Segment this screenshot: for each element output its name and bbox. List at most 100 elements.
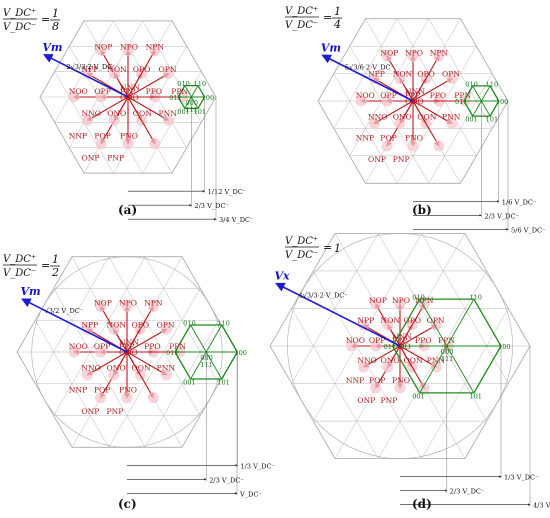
green-label-011: 011 (169, 94, 182, 102)
node-label-ppo: PPO (144, 342, 160, 351)
vector-node-marker (109, 68, 120, 80)
vector-node-marker (382, 361, 394, 373)
vector-node-marker (108, 369, 120, 381)
vector-node-marker (121, 392, 133, 404)
ratio-value-den: 4 (333, 18, 341, 31)
ratio-numerator: V_DC⁺ (3, 254, 36, 265)
panel-caption: (c) (118, 497, 137, 511)
vm-label: Vm (321, 41, 341, 54)
grid-line (145, 256, 219, 384)
node-label-pno: PNO (392, 376, 410, 385)
dimension-label: V_DC⁻ (239, 490, 262, 498)
voltage-vector-arrow (86, 96, 129, 121)
node-label-oon: OON (404, 356, 423, 365)
vector-node-marker (381, 95, 393, 107)
vector-node-marker (370, 382, 382, 394)
node-label-npp: NPP (82, 65, 99, 74)
node-label-ppn: PPN (438, 336, 455, 345)
vector-node-marker (446, 118, 458, 129)
node-label-opp: OPP (94, 87, 110, 96)
vector-node-marker (161, 323, 173, 335)
green-label-110: 110 (217, 319, 230, 327)
node-label-npp: NPP (357, 316, 374, 325)
voltage-vector-arrow (399, 345, 425, 389)
dimension-label: 2/3 V_DC⁻ (450, 488, 485, 496)
node-label-nno: NNO (368, 112, 388, 121)
ratio-value-num: 1 (334, 242, 341, 255)
ratio-numerator: V_DC⁺ (285, 236, 318, 247)
green-label-101: 101 (486, 116, 499, 124)
node-label-ppp: PPP (405, 91, 420, 100)
node-label-ppo: PPO (430, 91, 446, 100)
voltage-vector-arrow (127, 73, 170, 98)
green-label-010: 010 (183, 319, 196, 327)
node-label-opo: OPO (404, 316, 422, 325)
vector-node-marker (394, 73, 406, 84)
node-label-nnn: NNN (405, 87, 425, 96)
vector-node-marker (149, 138, 161, 150)
node-label-opn: OPN (157, 320, 175, 329)
vector-node-marker (147, 392, 159, 404)
green-label-001: 001 (465, 116, 478, 124)
grid-line (317, 100, 366, 184)
vector-node-marker (163, 68, 174, 80)
vector-node-marker (95, 44, 107, 56)
vector-node-marker (381, 50, 393, 62)
vector-node-marker (370, 340, 382, 352)
green-label-101: 101 (217, 379, 230, 387)
node-label-pno: PNO (120, 131, 138, 140)
vector-node-marker (95, 346, 107, 358)
vector-node-marker (394, 118, 406, 129)
node-label-npp: NPP (368, 70, 385, 79)
vector-node-marker (382, 319, 394, 331)
dc-ratio-label: V_DC⁺V_DC⁻=18 (3, 7, 60, 33)
node-label-pnn: PNN (427, 356, 446, 365)
vm-magnitude: √3/2 V_DC⁻ (45, 307, 84, 315)
vm-magnitude: 5√3/6·2·V_DC⁻ (345, 63, 395, 71)
dimension-annotations: 1/12 V_DC⁻2/3 V_DC⁻3/4 V_DC⁻ (128, 97, 254, 224)
green-label-001: 001 (177, 108, 190, 116)
node-label-onp: ONP (357, 396, 375, 405)
vector-node-marker (370, 298, 382, 310)
node-label-ono: ONO (393, 112, 412, 121)
voltage-vector-arrow (86, 351, 128, 376)
node-label-ono: ONO (107, 364, 126, 373)
node-label-ppo: PPO (415, 336, 431, 345)
grid-line (39, 20, 85, 98)
vector-node-marker (358, 319, 370, 331)
node-label-ooo: OOO (119, 348, 138, 357)
node-label-onp: ONP (81, 407, 99, 416)
node-label-pop: POP (380, 134, 396, 143)
dimension-label: 2/3 V_DC⁻ (194, 202, 229, 210)
green-label-100: 100 (498, 343, 511, 351)
node-label-nnp: NNP (356, 134, 374, 143)
dimension-label: 1/3 V_DC⁻ (504, 474, 539, 482)
node-label-non: NON (381, 316, 401, 325)
vector-node-marker (430, 319, 442, 331)
vector-node-marker (149, 44, 161, 56)
node-label-pnp: PNP (107, 154, 124, 163)
voltage-vector-arrow (127, 49, 156, 98)
node-label-pnp: PNP (393, 155, 410, 164)
node-label-npo: NPO (120, 43, 138, 52)
node-label-npo: NPO (392, 296, 410, 305)
node-label-ono: ONO (107, 109, 126, 118)
voltage-vector-arrow (373, 100, 414, 124)
green-label-000: 000 (200, 354, 213, 362)
node-label-ppo: PPO (146, 87, 162, 96)
ratio-value-num: 1 (52, 253, 59, 266)
ratio-denominator: V_DC⁻ (285, 250, 318, 261)
green-label-000: 000 (185, 99, 198, 107)
node-label-oon: OON (132, 364, 151, 373)
dimension-label: 5/6 V_DC⁻ (511, 226, 546, 234)
node-label-pnp: PNP (107, 407, 124, 416)
vector-node-marker (95, 91, 107, 103)
green-label-001: 001 (183, 379, 196, 387)
ratio-value-den: 8 (52, 20, 59, 33)
